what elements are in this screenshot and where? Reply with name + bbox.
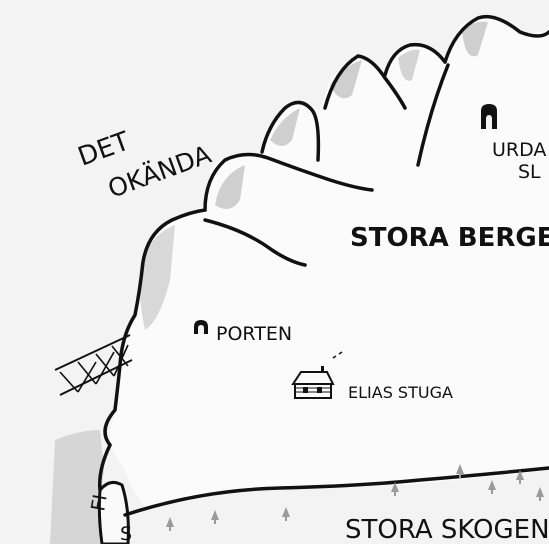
mountain-shade-3 [330,60,362,99]
label-urda-line1: URDA [492,139,546,161]
mountain-shade-5 [462,21,488,57]
label-river-s: S [120,523,132,544]
cave-icon [481,104,497,129]
mountain-shade-2 [270,108,300,146]
label-river-fi: FI [87,493,112,513]
bridge [54,334,133,396]
label-porten: PORTEN [216,323,292,345]
label-urda-line2: SL [518,161,541,183]
cave-icon [194,320,208,334]
ridge-line-6 [443,14,549,64]
cabin-icon [291,351,343,399]
ridge-line-7 [416,63,450,167]
mountain-land [109,18,549,510]
ridge-line-2 [203,152,374,212]
mountain-shade-1 [215,165,245,209]
label-elias-stuga: ELIAS STUGA [348,383,453,402]
ridge-line-3 [260,100,321,162]
label-stora-skogen: STORA SKOGEN [345,515,549,544]
label-stora-bergen: STORA BERGEN [350,223,549,253]
mountain-shade-6 [139,225,175,330]
forest-boundary [123,466,549,517]
ridge-line-5 [383,42,447,77]
mountain-shade-4 [398,49,420,81]
ridge-line-4 [323,54,407,110]
lowland-shadow [50,430,104,544]
river-strip [97,480,130,544]
ridge-line-1 [203,218,307,267]
